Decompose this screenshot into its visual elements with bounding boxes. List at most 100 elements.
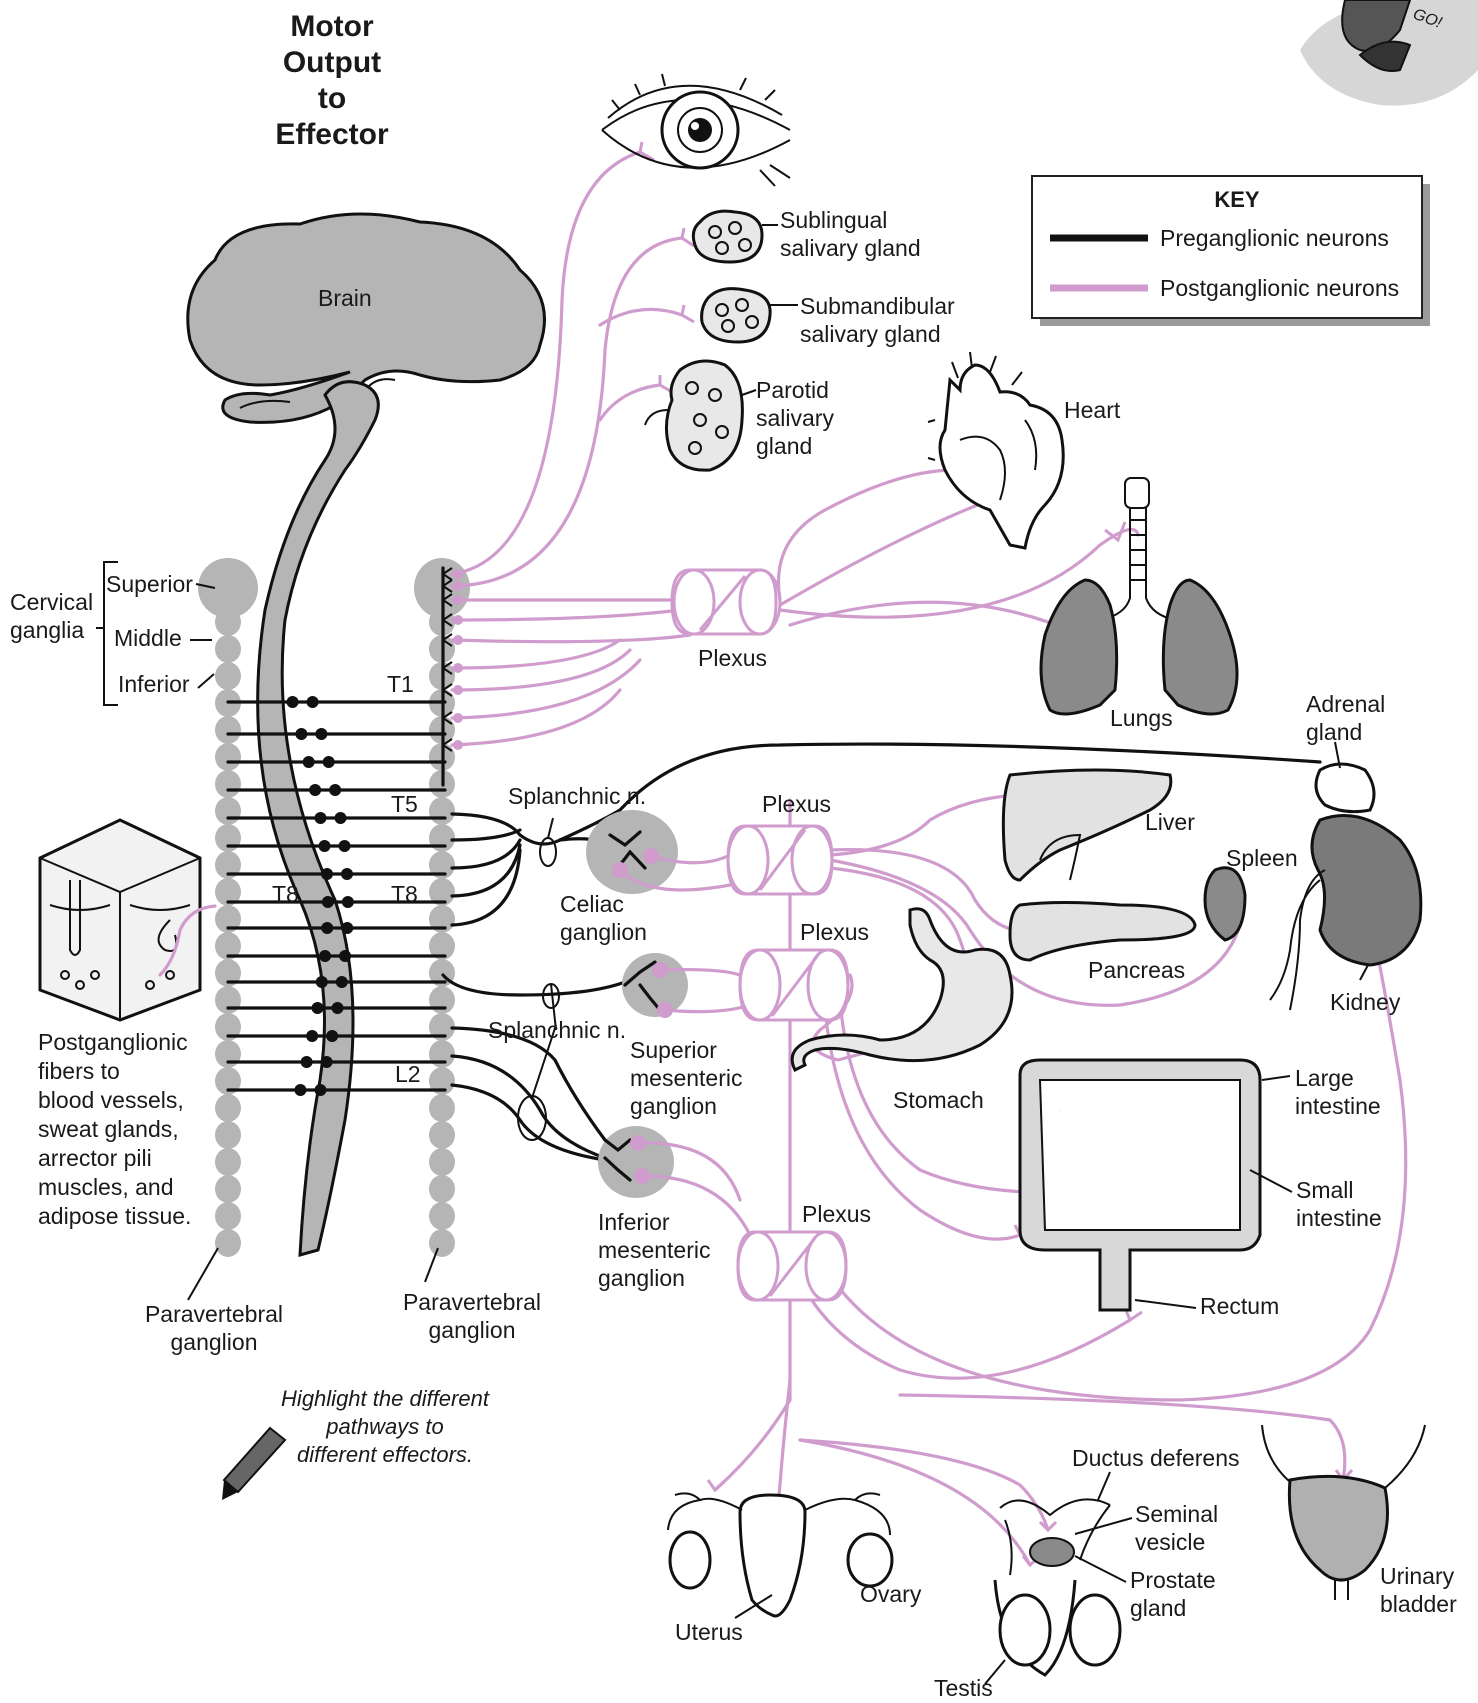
cell-body-dot bbox=[295, 728, 307, 740]
cell-body-dot bbox=[294, 1084, 306, 1096]
cervical-label-2: ganglia bbox=[10, 617, 84, 643]
cell-body-dot bbox=[314, 1084, 326, 1096]
instruction-line-2: pathways to bbox=[325, 1414, 443, 1439]
cell-body-dot bbox=[307, 696, 319, 708]
cell-body-dot bbox=[341, 922, 353, 934]
bladder-label-2: bladder bbox=[1380, 1591, 1457, 1617]
adrenal-gland: Adrenal gland bbox=[1306, 691, 1385, 812]
key-heading: KEY bbox=[1214, 187, 1260, 212]
postganglionic-abdominal bbox=[620, 780, 1406, 1565]
ganglion-bead bbox=[215, 1202, 241, 1230]
uterus-label: Uterus bbox=[675, 1619, 743, 1645]
cervical-label-1: Cervical bbox=[10, 589, 93, 615]
fibers-line-2: fibers to bbox=[38, 1058, 120, 1084]
spleen: Spleen bbox=[1205, 845, 1298, 940]
cell-body-dot bbox=[301, 1056, 313, 1068]
cell-body-dot bbox=[336, 976, 348, 988]
plexus-thoracic-label: Plexus bbox=[698, 645, 767, 671]
lungs-label: Lungs bbox=[1110, 705, 1173, 731]
fibers-line-4: sweat glands, bbox=[38, 1116, 179, 1142]
cell-body-dot bbox=[306, 1030, 318, 1042]
seminal-vesicle-label-1: Seminal bbox=[1135, 1501, 1218, 1527]
adrenal-label-1: Adrenal bbox=[1306, 691, 1385, 717]
ganglion-bead bbox=[429, 1094, 455, 1122]
skin-tissue-block bbox=[40, 820, 215, 1020]
ganglion-bead bbox=[215, 797, 241, 825]
ganglion-bead bbox=[215, 1229, 241, 1257]
paravertebral-left-label-2: ganglion bbox=[171, 1329, 258, 1355]
title-line-1: Motor bbox=[290, 10, 374, 43]
ganglion-bead bbox=[215, 662, 241, 690]
inferior-mesenteric-plexus: Plexus bbox=[738, 1201, 871, 1300]
paravertebral-left-label-1: Paravertebral bbox=[145, 1301, 283, 1327]
ganglion-bead bbox=[215, 824, 241, 852]
parotid-label-2: salivary bbox=[756, 405, 834, 431]
key-legend: KEY Preganglionic neurons Postganglionic… bbox=[1032, 176, 1430, 326]
chain-left-beads bbox=[215, 608, 241, 1257]
cell-body-dot bbox=[315, 812, 327, 824]
seminal-vesicle-label-2: vesicle bbox=[1135, 1529, 1205, 1555]
kidney-label: Kidney bbox=[1330, 989, 1401, 1015]
cell-body-dot bbox=[319, 950, 331, 962]
superior-label: Superior bbox=[106, 571, 193, 597]
plexus-inf-mes-label: Plexus bbox=[802, 1201, 871, 1227]
brain-label: Brain bbox=[318, 285, 372, 311]
sublingual-gland: Sublingual salivary gland bbox=[693, 207, 920, 262]
celiac-label-1: Celiac bbox=[560, 891, 624, 917]
cell-body-dot bbox=[326, 1030, 338, 1042]
fibers-line-3: blood vessels, bbox=[38, 1087, 184, 1113]
plexus-sup-mes-label: Plexus bbox=[800, 919, 869, 945]
ganglion-bead bbox=[429, 1175, 455, 1203]
cell-body-dot bbox=[315, 728, 327, 740]
parotid-label-1: Parotid bbox=[756, 377, 829, 403]
cell-body-dot bbox=[312, 1002, 324, 1014]
inf-mes-label-2: mesenteric bbox=[598, 1237, 710, 1263]
ganglion-bead bbox=[215, 1040, 241, 1068]
middle-label: Middle bbox=[114, 625, 182, 651]
cell-body-dot bbox=[321, 1056, 333, 1068]
parotid-label-3: gland bbox=[756, 433, 812, 459]
key-label-preganglionic: Preganglionic neurons bbox=[1160, 225, 1389, 251]
cell-body-dot bbox=[319, 840, 331, 852]
title-line-4: Effector bbox=[275, 118, 389, 151]
cell-body-dot bbox=[339, 950, 351, 962]
rectum: Rectum bbox=[1135, 1293, 1279, 1319]
thoracic-plexus: Plexus bbox=[672, 570, 780, 671]
ganglion-bead bbox=[215, 743, 241, 771]
ganglion-bead bbox=[429, 824, 455, 852]
cell-body-dot bbox=[335, 812, 347, 824]
key-label-postganglionic: Postganglionic neurons bbox=[1160, 275, 1399, 301]
ganglion-bead bbox=[215, 1148, 241, 1176]
sup-mes-label-2: mesenteric bbox=[630, 1065, 742, 1091]
cell-body-dot bbox=[316, 976, 328, 988]
heart-label: Heart bbox=[1064, 397, 1121, 423]
spleen-label: Spleen bbox=[1226, 845, 1298, 871]
cell-body-dot bbox=[339, 840, 351, 852]
superior-mesenteric-ganglion: Superior mesenteric ganglion bbox=[622, 953, 742, 1119]
highlight-instruction: Highlight the different pathways to diff… bbox=[222, 1386, 490, 1500]
postganglionic-fibers-text: Postganglionic fibers to blood vessels, … bbox=[38, 1029, 191, 1229]
ovary-label: Ovary bbox=[860, 1581, 922, 1607]
pancreas-label: Pancreas bbox=[1088, 957, 1185, 983]
sup-mes-label-1: Superior bbox=[630, 1037, 717, 1063]
testis-label: Testis bbox=[934, 1675, 993, 1698]
pancreas: Pancreas bbox=[1010, 903, 1195, 984]
rectum-label: Rectum bbox=[1200, 1293, 1279, 1319]
ganglion-bead bbox=[429, 1121, 455, 1149]
urinary-bladder: Urinary bladder bbox=[1262, 1425, 1457, 1617]
ganglion-bead bbox=[215, 608, 241, 636]
ganglion-bead bbox=[429, 1148, 455, 1176]
splanchnic-upper-label: Splanchnic n. bbox=[508, 783, 646, 809]
eye bbox=[602, 74, 790, 186]
inf-mes-label-1: Inferior bbox=[598, 1209, 670, 1235]
inf-mes-label-3: ganglion bbox=[598, 1265, 685, 1291]
cell-body-dot bbox=[329, 784, 341, 796]
cell-body-dot bbox=[287, 696, 299, 708]
ganglion-bead bbox=[215, 986, 241, 1014]
t5-label: T5 bbox=[391, 791, 418, 817]
cell-body-dot bbox=[323, 756, 335, 768]
ganglion-bead bbox=[429, 1040, 455, 1068]
t8-left-label: T8 bbox=[272, 881, 299, 907]
